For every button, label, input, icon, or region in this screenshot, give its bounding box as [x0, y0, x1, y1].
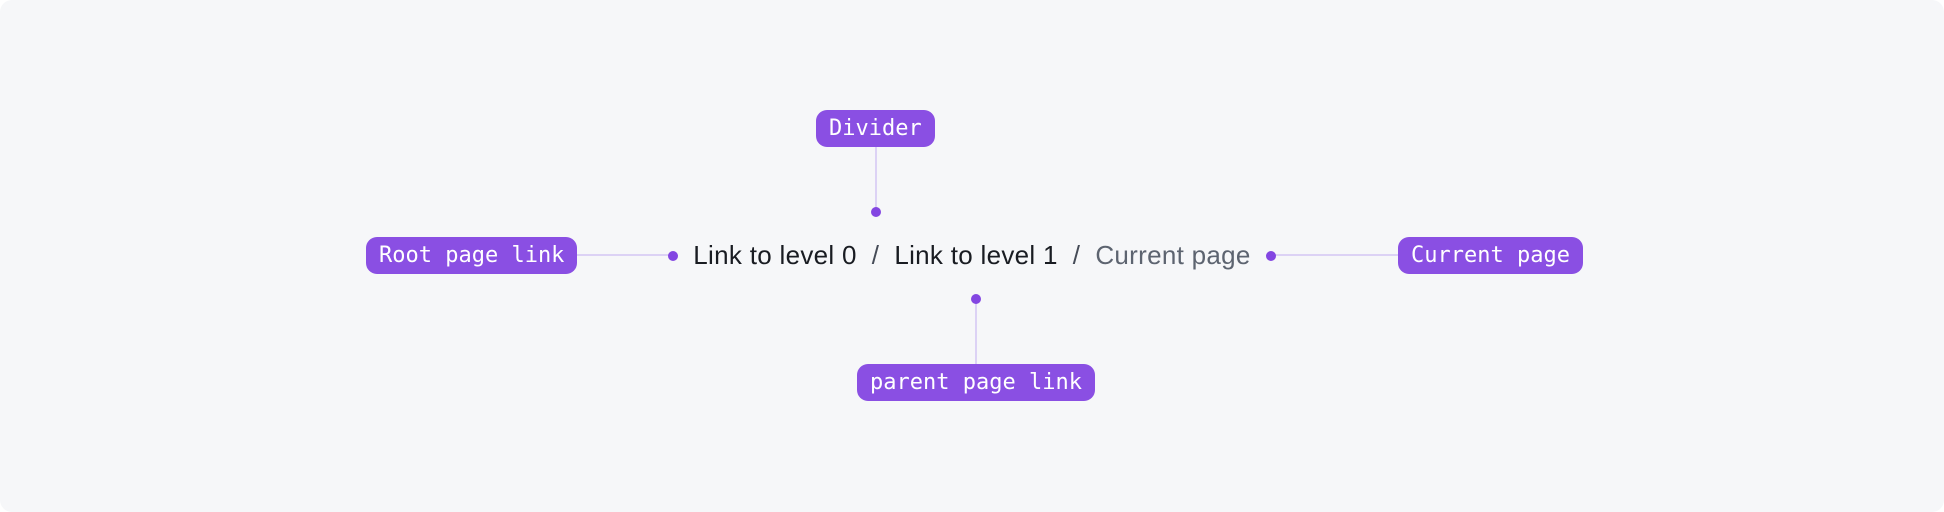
connector-line-divider: [874, 147, 877, 208]
connector-dot-root-page-link: [668, 250, 679, 261]
breadcrumb-link-level-0[interactable]: Link to level 0: [693, 240, 857, 270]
breadcrumb-divider-icon: /: [1072, 240, 1081, 270]
connector-dot-current-page: [1265, 250, 1276, 261]
breadcrumb-link-level-1[interactable]: Link to level 1: [894, 240, 1058, 270]
connector-dot-divider: [870, 207, 881, 217]
annotation-label-current-page: Current page: [1398, 237, 1583, 274]
annotation-label-divider: Divider: [816, 110, 935, 147]
connector-line-current-page: [1271, 254, 1399, 256]
connector-line-root-page-link: [576, 254, 673, 256]
breadcrumb-current-page: Current page: [1095, 240, 1251, 270]
breadcrumb-divider-icon: /: [871, 240, 880, 270]
annotation-label-parent-page-link: parent page link: [857, 364, 1095, 401]
connector-dot-parent-page-link: [971, 294, 982, 304]
connector-line-parent-page-link: [975, 302, 978, 364]
annotation-label-root-page-link: Root page link: [366, 237, 578, 274]
breadcrumb: Link to level 0 / Link to level 1 / Curr…: [0, 237, 1944, 274]
